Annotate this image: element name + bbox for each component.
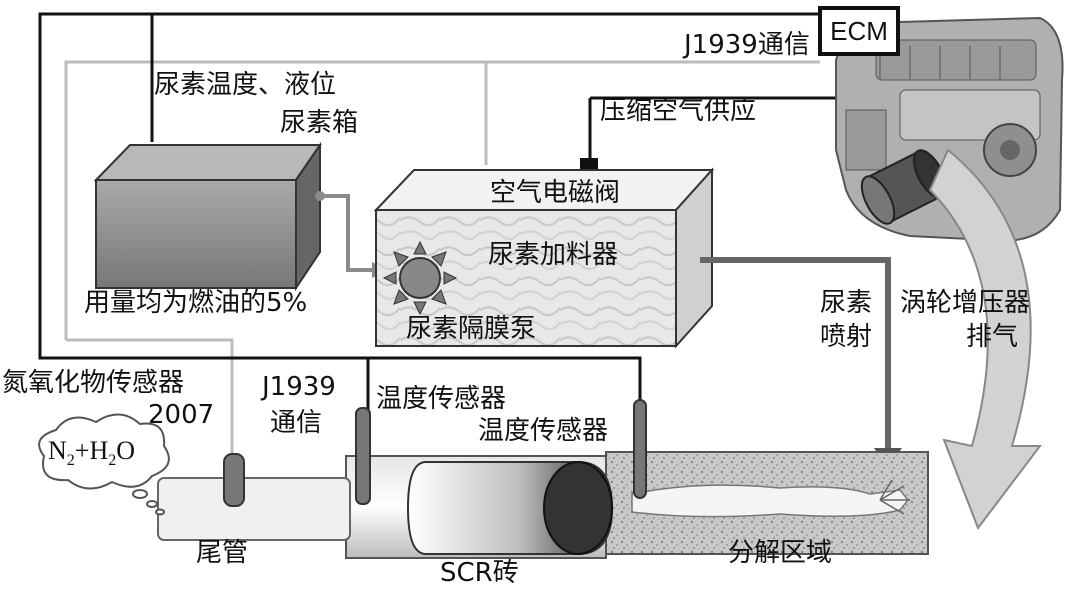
diaphragm-pump-label: 尿素隔膜泵: [406, 314, 537, 344]
turbo-label-1: 涡轮增压器: [900, 288, 1031, 318]
decomp-zone-label: 分解区域: [728, 538, 833, 568]
turbo-label-2: 排气: [966, 322, 1019, 352]
temp-sensor-label-1: 温度传感器: [376, 384, 507, 414]
formula-n-subscript: 2: [66, 452, 75, 470]
spray-burst: [879, 479, 910, 515]
urea-temp-level-label: 尿素温度、液位: [154, 70, 337, 100]
tailpipe-label: 尾管: [196, 538, 249, 568]
black-wiring: [38, 12, 855, 410]
urea-supply-line: [320, 194, 374, 272]
tailpipe: [157, 477, 351, 541]
urea-spray-plume: [631, 484, 909, 518]
j1939-top-label: J1939通信: [684, 30, 810, 60]
usage-label: 用量均为燃油的5%: [84, 288, 308, 318]
sensors: [223, 399, 647, 507]
air-valve-label: 空气电磁阀: [490, 178, 621, 208]
light-wiring: [64, 60, 820, 455]
n2-h2o-formula: N2+H2O: [48, 436, 135, 476]
temp-sensor-label-2: 温度传感器: [478, 416, 609, 446]
year-label: 2007: [148, 400, 215, 430]
scr-brick-label: SCR砖: [440, 558, 519, 588]
nox-sensor-label: 氮氧化物传感器: [2, 368, 185, 398]
formula-n: N: [48, 436, 67, 465]
j1939-left-label-1: J1939: [262, 372, 336, 402]
urea-tank: [93, 141, 322, 292]
diaphragm-pump-icon: [382, 240, 458, 316]
scr-can: [345, 455, 614, 559]
formula-h-subscript: 2: [108, 452, 117, 470]
urea-doser-label: 尿素加料器: [488, 240, 619, 270]
n2-h2o-cloud: [38, 413, 170, 516]
formula-o: O: [116, 436, 136, 465]
urea-tank-label: 尿素箱: [280, 108, 359, 138]
compressed-air-label: 压缩空气供应: [600, 96, 757, 126]
j1939-left-label-2: 通信: [270, 408, 323, 438]
ecm-box: ECM: [818, 6, 900, 56]
formula-plus-h: +H: [74, 436, 109, 465]
urea-inject-label-2: 喷射: [820, 322, 873, 352]
exhaust-flow-arrow: [928, 148, 1043, 531]
urea-inject-label-1: 尿素: [820, 288, 873, 318]
